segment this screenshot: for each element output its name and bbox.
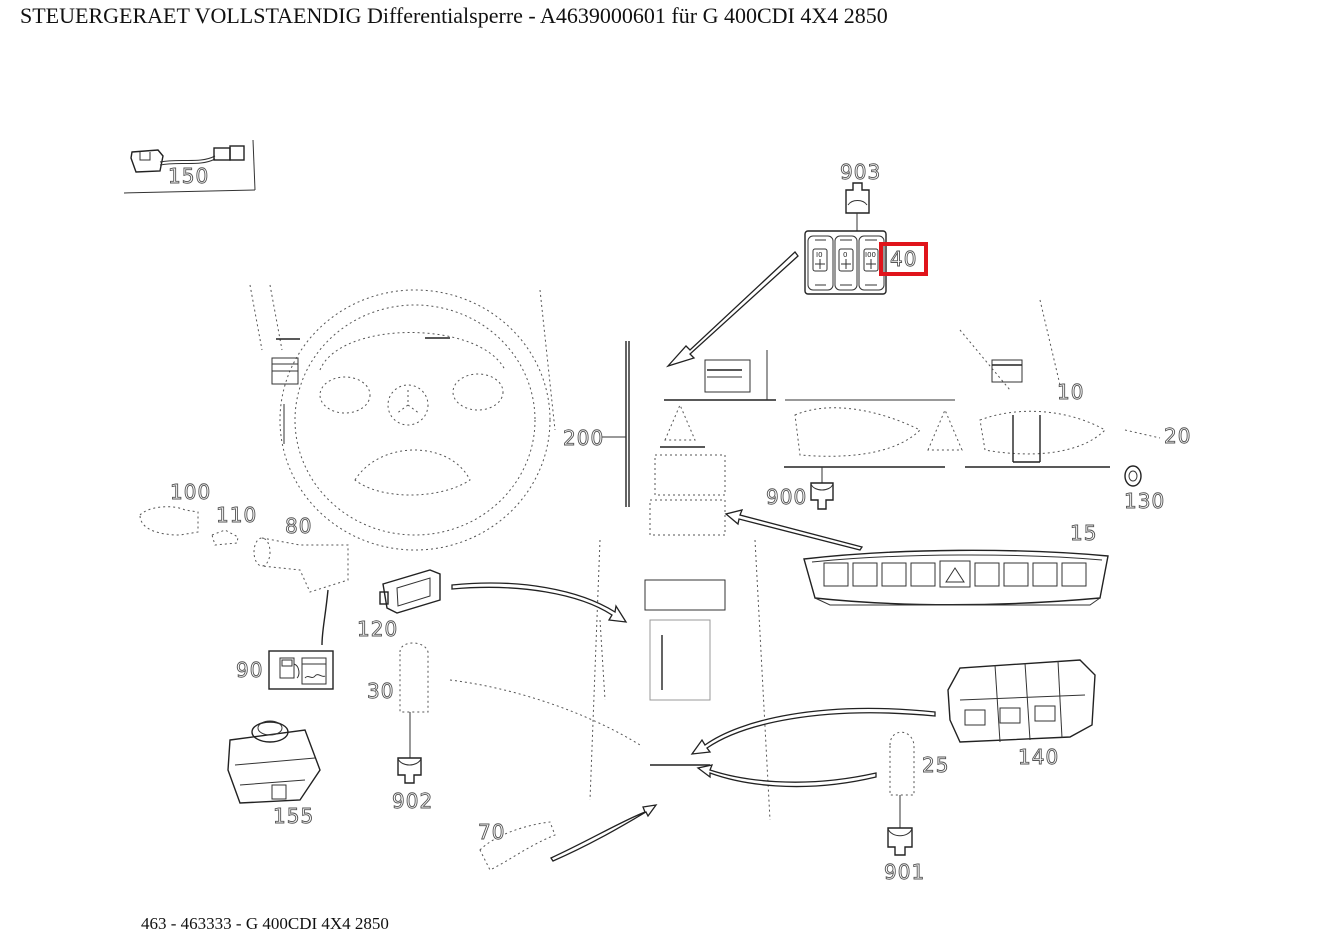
callout-110[interactable]: 110 bbox=[216, 503, 258, 527]
part-110-clip[interactable] bbox=[211, 529, 239, 546]
steering-wheel-outline bbox=[249, 284, 556, 551]
callout-900[interactable]: 900 bbox=[766, 485, 808, 509]
arrow-70-to-console bbox=[550, 804, 658, 862]
callout-903[interactable]: 903 bbox=[840, 160, 882, 184]
callout-40-highlighted[interactable]: 40 bbox=[878, 242, 929, 276]
callout-25[interactable]: 25 bbox=[922, 753, 950, 777]
center-console-200 bbox=[589, 341, 776, 821]
part-140-switch-block[interactable] bbox=[947, 659, 1096, 743]
part-40-switch-panel[interactable]: I0 0 I00 bbox=[804, 182, 887, 295]
callout-150[interactable]: 150 bbox=[168, 164, 210, 188]
callout-10[interactable]: 10 bbox=[1057, 380, 1085, 404]
callout-100[interactable]: 100 bbox=[170, 480, 212, 504]
callout-140[interactable]: 140 bbox=[1018, 745, 1060, 769]
arrow-140-to-console bbox=[690, 707, 936, 755]
callout-70[interactable]: 70 bbox=[478, 820, 506, 844]
part-120-frame[interactable] bbox=[379, 569, 441, 614]
callout-15[interactable]: 15 bbox=[1070, 521, 1098, 545]
part-90-indicator-symbols[interactable] bbox=[268, 650, 334, 690]
switch-label-3: I00 bbox=[865, 251, 876, 259]
part-80-switch[interactable] bbox=[253, 537, 349, 646]
footer-model-info: 463 - 463333 - G 400CDI 4X4 2850 bbox=[141, 914, 389, 933]
arrow-15-to-console bbox=[724, 509, 864, 551]
page-title: STEUERGERAET VOLLSTAENDIG Differentialsp… bbox=[20, 3, 888, 28]
part-70-sensor[interactable] bbox=[479, 821, 556, 871]
callout-80[interactable]: 80 bbox=[285, 514, 313, 538]
callout-120[interactable]: 120 bbox=[357, 617, 399, 641]
switch-label-2: 0 bbox=[843, 251, 847, 259]
switch-label-1: I0 bbox=[816, 251, 823, 259]
callout-20[interactable]: 20 bbox=[1164, 424, 1192, 448]
arrow-40-to-console bbox=[665, 251, 799, 368]
callout-155[interactable]: 155 bbox=[273, 804, 315, 828]
part-25-switch[interactable] bbox=[887, 731, 915, 856]
callout-901[interactable]: 901 bbox=[884, 860, 926, 884]
part-155-controller-knob[interactable] bbox=[227, 720, 321, 804]
dashboard-panel-10 bbox=[784, 299, 1161, 510]
part-150-cable-connector[interactable] bbox=[123, 139, 256, 194]
callout-130[interactable]: 130 bbox=[1124, 489, 1166, 513]
part-15-button-bar[interactable] bbox=[803, 549, 1109, 606]
callout-30[interactable]: 30 bbox=[367, 679, 395, 703]
callout-200[interactable]: 200 bbox=[563, 426, 605, 450]
arrow-120-to-console bbox=[451, 582, 628, 623]
part-30-switch[interactable] bbox=[397, 642, 429, 784]
part-100-sensor[interactable] bbox=[139, 506, 199, 536]
callout-90[interactable]: 90 bbox=[236, 658, 264, 682]
leader-30 bbox=[449, 679, 641, 746]
arrow-25-to-console bbox=[696, 764, 877, 788]
callout-902[interactable]: 902 bbox=[392, 789, 434, 813]
